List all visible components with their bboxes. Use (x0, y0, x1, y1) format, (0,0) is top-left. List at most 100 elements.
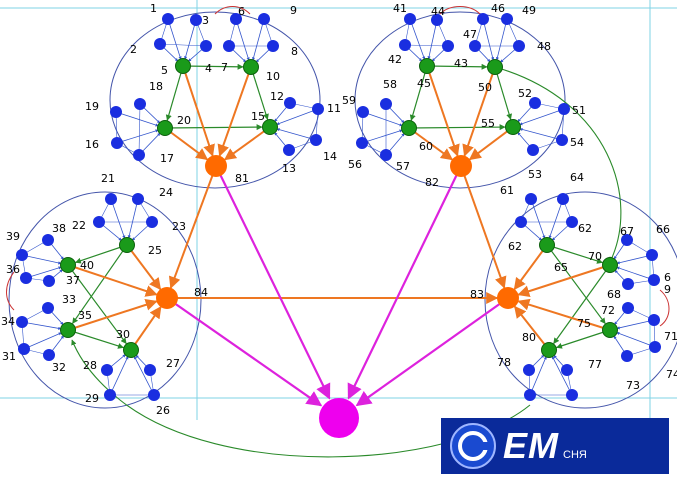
blue-node (648, 314, 660, 326)
magenta-edge (166, 297, 323, 407)
node-label: 67 (620, 225, 634, 238)
green-edge (72, 244, 128, 324)
node-label: 50 (478, 81, 492, 94)
blue-node (312, 103, 324, 115)
blue-node (18, 343, 30, 355)
node-label: 74 (666, 368, 677, 381)
green-node (539, 237, 555, 253)
leaf-edge (409, 18, 426, 60)
node-label: 38 (52, 222, 66, 235)
leaf-edge (115, 111, 159, 127)
green-edge (75, 244, 128, 264)
blue-node (523, 364, 535, 376)
green-edge (164, 124, 263, 131)
green-node (175, 58, 191, 74)
node-label: 28 (83, 359, 97, 372)
orange-edge (513, 244, 548, 291)
green-edge (426, 63, 488, 70)
node-label: 37 (66, 274, 80, 287)
node-label: 48 (537, 40, 551, 53)
blue-node (258, 13, 270, 25)
hub-edge (168, 165, 217, 289)
orange-edge (67, 264, 158, 297)
green-node (419, 58, 435, 74)
leaf-edge (616, 254, 653, 265)
node-label: 29 (85, 392, 99, 405)
blue-node (132, 193, 144, 205)
green-node (60, 257, 76, 273)
blue-node (200, 40, 212, 52)
blue-node (43, 349, 55, 361)
green-edge (250, 66, 269, 120)
magenta-edge (355, 297, 509, 407)
blue-node (649, 341, 661, 353)
node-label: 80 (522, 331, 536, 344)
leaf-edge (519, 108, 565, 126)
node-label: 61 (500, 184, 514, 197)
leaf-edge (519, 127, 563, 141)
leaf-edge (109, 356, 129, 396)
leaf-link (138, 103, 141, 156)
node-label: 11 (327, 102, 341, 115)
logo-badge-icon (450, 423, 496, 469)
orange-edge (426, 65, 460, 157)
green-node (602, 257, 618, 273)
blue-node (190, 14, 202, 26)
leaf-edge (133, 355, 155, 396)
orange-edge (517, 298, 611, 331)
leaf-link (159, 43, 207, 47)
orange-edge (182, 65, 215, 157)
green-edge (553, 264, 611, 344)
leaf-edge (616, 331, 656, 348)
node-label: 1 (150, 2, 157, 15)
orange-edge (223, 126, 271, 161)
node-label: 73 (626, 379, 640, 392)
green-edge (182, 63, 244, 70)
blue-node (105, 193, 117, 205)
green-node (262, 119, 278, 135)
node-label: 70 (588, 250, 602, 263)
node-label: 49 (522, 4, 536, 17)
leaf-edge (235, 18, 250, 61)
blue-node (43, 275, 55, 287)
node-label: 56 (348, 158, 362, 171)
node-label: 27 (166, 357, 180, 370)
green-edge (409, 65, 428, 121)
blue-node (558, 103, 570, 115)
green-edge (165, 65, 184, 121)
leaf-edge (616, 266, 655, 281)
blue-node (357, 106, 369, 118)
blue-node (646, 249, 658, 261)
logo-subtext: СНЯ (563, 449, 587, 461)
green-edge (546, 244, 606, 325)
node-label: 81 (235, 172, 249, 185)
leaf-edge (23, 332, 62, 350)
node-label: 10 (266, 70, 280, 83)
blue-node (525, 193, 537, 205)
node-label: 18 (149, 80, 163, 93)
orange-edge (217, 66, 252, 157)
node-label: 21 (101, 172, 115, 185)
node-label: 14 (323, 150, 337, 163)
leaf-edge (616, 319, 655, 330)
node-label: 9 (290, 4, 297, 17)
red-arc (439, 6, 481, 15)
blue-node (380, 98, 392, 110)
node-label: 53 (528, 168, 542, 181)
node-label: 68 (607, 288, 621, 301)
leaf-edge (551, 355, 573, 396)
blue-node (622, 302, 634, 314)
blue-node (431, 14, 443, 26)
leaf-edge (362, 111, 403, 127)
orange-edge (67, 298, 158, 331)
blue-node (134, 98, 146, 110)
node-label: 13 (282, 162, 296, 175)
node-label: 5 (161, 64, 168, 77)
leaf-edge (482, 18, 495, 61)
node-label: 43 (454, 57, 468, 70)
node-label: 24 (159, 186, 173, 199)
node-label: 59 (342, 94, 356, 107)
blue-node (101, 364, 113, 376)
